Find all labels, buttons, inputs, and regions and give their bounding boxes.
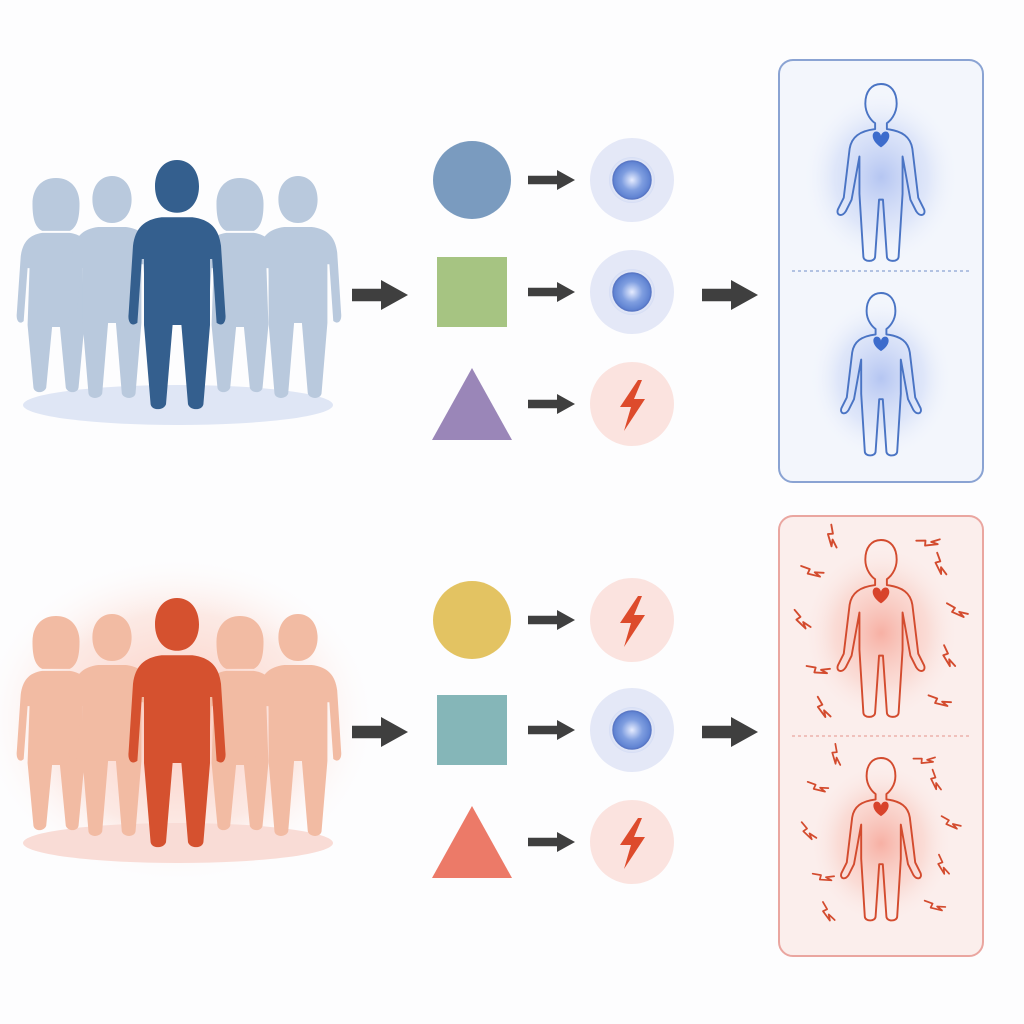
arrow-red-stimulus-1 [528,720,575,740]
agitation-spark-icon [827,523,838,549]
agitation-spark-icon [923,899,947,912]
agitation-spark-icon [816,695,832,718]
stimulus-red-circle [433,581,511,659]
arrow-blue-to-panel [702,280,758,310]
group-blue-person-3-shape [200,178,280,393]
panel-red-body-bottom-outline [840,757,922,922]
calm-orb-icon [612,160,652,200]
arrow-red-to-panel [702,717,758,747]
agitation-spark-icon [805,665,831,675]
agitation-spark-icon [930,768,942,791]
agitation-spark-icon [915,538,941,547]
arrow-blue-stimulus-2 [528,394,575,414]
group-red-person-4-shape [254,614,342,836]
group-blue-person-highlighted [128,160,226,410]
calm-orb-icon [612,710,652,750]
lightning-bolt-icon [620,596,645,647]
panel-red-body-top-outline [836,539,926,718]
agitation-spark-icon [912,756,936,764]
panel-blue-body-bottom-glow [809,297,953,460]
agitation-spark-icon [800,821,818,841]
group-blue-person-4 [254,176,342,398]
arrow-red-stimulus-0 [528,610,575,630]
response-blue-0-calm [590,138,674,222]
panel-red-body-bottom [800,743,962,922]
arrow-red-stimulus-2 [528,832,575,852]
group-red-person-1-shape [68,614,156,836]
lightning-bolt-icon [620,818,645,869]
arrow-red-group-to-stimuli [352,717,408,747]
agitation-spark-icon [934,551,948,576]
agitation-spark-icon [946,602,969,618]
agitation-spark-icon [937,853,950,875]
agitation-spark-icon [800,565,825,578]
agitation-spark-icon [806,781,830,793]
panel-red-body-top-glow [802,544,960,722]
panel-blue-body-bottom-outline [840,292,922,457]
group-blue-person-1-shape [68,176,156,398]
group-blue-person-highlighted-shape [128,160,226,410]
panel-blue-body-bottom [840,292,922,457]
arrow-blue-group-to-stimuli [352,280,408,310]
response-red-0-alert [590,578,674,662]
calm-orb-icon [612,272,652,312]
response-blue-2-alert [590,362,674,446]
group-blue-person-3 [200,178,280,393]
agitation-spark-icon [811,872,835,882]
group-red-person-1 [68,614,156,836]
group-red-person-4 [254,614,342,836]
stimulus-blue-square [437,257,507,327]
panel-blue-body-top [836,83,926,262]
group-red-person-0-shape [16,616,96,831]
agitation-spark-icon [927,694,952,707]
agitation-spark-icon [793,608,812,630]
group-blue-person-0 [16,178,96,393]
stimulus-blue-triangle [432,368,512,440]
heart-icon [873,801,889,817]
group-red-person-highlighted [128,598,226,848]
stimulus-red-triangle [432,806,512,878]
heart-icon [872,587,890,604]
group-red-person-3 [200,616,280,831]
panel-red-body-top [793,523,969,718]
agitation-spark-icon [831,743,842,766]
response-red-1-calm [590,688,674,772]
panel-blue-body-top-glow [802,88,960,266]
heart-icon [873,336,889,352]
agitation-spark-icon [940,815,962,830]
arrow-blue-stimulus-1 [528,282,575,302]
stimulus-red-square [437,695,507,765]
response-red-2-alert [590,800,674,884]
panel-blue-body-top-outline [836,83,926,262]
lightning-bolt-icon [620,380,645,431]
arrow-blue-stimulus-0 [528,170,575,190]
group-blue-person-0-shape [16,178,96,393]
response-blue-1-calm [590,250,674,334]
group-red-person-3-shape [200,616,280,831]
panel-red-body-bottom-glow [809,762,953,925]
heart-icon [872,131,890,148]
group-blue-person-1 [68,176,156,398]
stimulus-blue-circle [433,141,511,219]
agitation-spark-icon [942,644,957,668]
group-red-person-0 [16,616,96,831]
group-red-person-highlighted-shape [128,598,226,848]
agitation-spark-icon [822,901,836,922]
group-blue-person-4-shape [254,176,342,398]
